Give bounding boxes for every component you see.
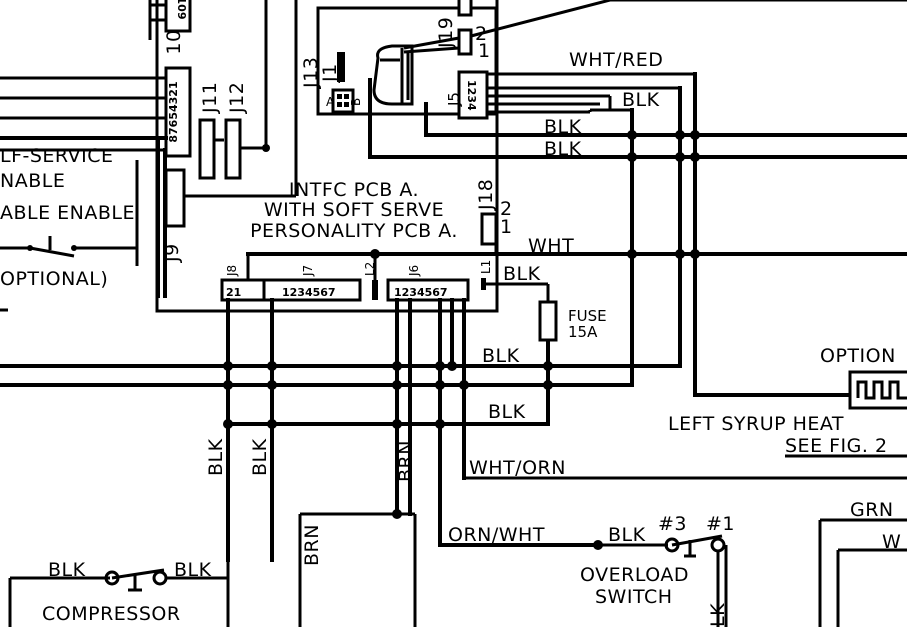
j18-connector: J18 2 1 (475, 179, 513, 246)
wire-labels: WHT/RED BLK BLK BLK WHT BLK BLK BLK WHT/… (48, 49, 901, 627)
fuse-label: FUSE (568, 307, 607, 325)
wire-label-brn-v1: BRN (395, 440, 417, 482)
wire-label-blk-bus-2: BLK (488, 401, 526, 423)
j5-connector: J5 1234 (445, 70, 489, 120)
j19-pin1: 1 (478, 40, 491, 62)
bottom-connectors: J8 21 J7 1234567 L2 J6 1234567 L1 (220, 260, 493, 302)
left-vertical-header: 87654321 (164, 66, 192, 158)
j7-body (262, 278, 362, 302)
pcb-title-line2: WITH SOFT SERVE (264, 199, 444, 221)
wire-label-brn-v2: BRN (301, 524, 323, 566)
j11-connector: J11 (198, 82, 221, 180)
j6-label: J6 (407, 265, 421, 277)
wire-label-w-partial: W (882, 531, 901, 553)
j18-label: J18 (475, 179, 497, 211)
heater-element-icon (856, 380, 907, 400)
wire-label-blk-comp-right: BLK (174, 559, 212, 581)
j11-label: J11 (199, 82, 221, 114)
j19-label: J19 (435, 17, 457, 49)
junction-dots (223, 130, 700, 550)
j5-pins: 1234 (465, 80, 478, 111)
j7-pins: 1234567 (282, 286, 336, 299)
wire-label-blk-overload: BLK (608, 524, 646, 546)
wire-label-grn: GRN (850, 499, 894, 521)
wire-label-blk-2: BLK (544, 116, 582, 138)
fuse-rating: 15A (568, 323, 598, 341)
option-right-label: OPTION (820, 345, 896, 367)
overload-switch-line1: OVERLOAD (580, 564, 689, 586)
top-header-pins: 109 (175, 0, 188, 19)
wire-label-lk-partial: LK (707, 603, 729, 627)
component-labels: OVERLOAD SWITCH #3 #1 COMPRESSOR LF-SERV… (0, 145, 907, 625)
j18-pin1: 1 (500, 216, 513, 238)
left-syrup-heater-label: LEFT SYRUP HEAT (668, 413, 844, 435)
svg-text:10: 10 (163, 29, 185, 54)
j18-pin2: 2 (500, 198, 513, 220)
j1-label: J1 (319, 63, 341, 83)
fuse-15a: FUSE 15A (538, 300, 607, 342)
enable-label: NABLE (0, 170, 65, 192)
left-header-body (164, 66, 192, 158)
j1-a-label: A (326, 95, 335, 109)
wire-label-blk-l1: BLK (503, 263, 541, 285)
relay-coil (372, 44, 414, 106)
wire-label-blk-v2: BLK (249, 438, 271, 476)
optional-left-label: OPTIONAL) (0, 268, 108, 290)
l1-terminal (481, 278, 486, 290)
j6-pins: 1234567 (394, 286, 448, 299)
wire-label-orn-wht: ORN/WHT (448, 524, 545, 546)
wire-label-blk-v1: BLK (205, 438, 227, 476)
wire-label-blk-bus-1: BLK (482, 345, 520, 367)
left-syrup-heater (848, 370, 907, 410)
j5-label: J5 (445, 92, 463, 107)
j1-b-label: B (349, 98, 363, 106)
terminal-1-label: #1 (706, 513, 735, 535)
pcb-title: INTFC PCB A. WITH SOFT SERVE PERSONALITY… (250, 179, 458, 242)
j19-connector: J19 2 1 (403, 0, 611, 62)
self-service-label: LF-SERVICE (0, 145, 113, 167)
wire-label-wht: WHT (528, 235, 574, 257)
top-left-header: 109 10 (150, 0, 192, 55)
j7-label: J7 (301, 265, 315, 277)
j8-label: J8 (225, 265, 239, 277)
see-fig-label: SEE FIG. 2 (785, 435, 888, 457)
wire-label-blk-comp-left: BLK (48, 559, 86, 581)
pcb-title-line1: INTFC PCB A. (289, 179, 419, 201)
l2-terminal (372, 280, 378, 300)
terminal-3-label: #3 (658, 513, 687, 535)
wire-label-blk-3: BLK (544, 138, 582, 160)
j12-connector: J12 (224, 82, 248, 180)
left-header-pins: 87654321 (167, 81, 180, 142)
pcb-title-line3: PERSONALITY PCB A. (250, 220, 458, 242)
j8-pins: 21 (226, 286, 241, 299)
compressor-label: COMPRESSOR (42, 603, 181, 625)
wire-label-wht-red: WHT/RED (569, 49, 663, 71)
l1-label: L1 (479, 260, 493, 274)
j12-label: J12 (226, 82, 248, 114)
j13-label: J13 (300, 57, 322, 89)
overload-switch-line2: SWITCH (595, 586, 673, 608)
inner-board: J13 J1 A B (300, 6, 498, 116)
wire-label-wht-orn: WHT/ORN (469, 457, 566, 479)
j6-body (386, 278, 470, 302)
wire-label-blk-1: BLK (622, 89, 660, 111)
able-enable-label: ABLE ENABLE (0, 202, 135, 224)
